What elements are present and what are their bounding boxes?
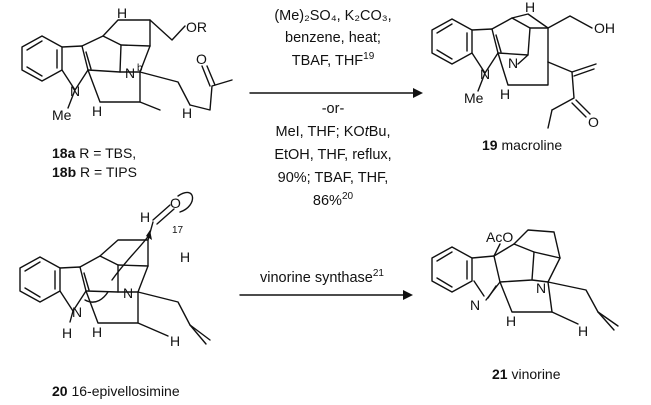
- compound-18-n-bridge: N: [125, 65, 135, 81]
- enzyme-ref: 21: [373, 268, 385, 279]
- reaction-1-conditions: (Me)₂SO₄, K₂CO₃, benzene, heat; TBAF, TH…: [274, 8, 391, 209]
- compound-19-carbonyl-o: O: [588, 114, 599, 130]
- compound-20-nh-n: N: [72, 304, 82, 320]
- substituent-or: OR: [186, 19, 207, 35]
- condition-ref-19: 19: [363, 51, 375, 62]
- compound-20-h-bottom: H: [92, 324, 102, 340]
- compound-18-h-bottom: H: [92, 103, 102, 119]
- compound-19-h-bottom: H: [500, 86, 510, 102]
- compound-20-nh-h: H: [62, 325, 72, 341]
- compound-21-label: 21 vinorine: [492, 366, 561, 382]
- compound-18-structure: [21, 19, 233, 111]
- compound-20-number: 20: [52, 383, 68, 399]
- compound-19-me: Me: [464, 90, 484, 106]
- compound-21-n-imine: N: [470, 297, 480, 313]
- compound-20-h-lower: H: [170, 333, 180, 349]
- condition-ref-20: 20: [342, 191, 354, 202]
- compound-21-n-bridge: N: [536, 280, 546, 296]
- compound-18-h-side: H: [182, 105, 192, 121]
- compound-19-oh: OH: [594, 20, 615, 36]
- condition-line-5: MeI, THF; KOtBu,: [276, 124, 391, 140]
- compound-18b-number: 18b: [52, 164, 76, 180]
- condition-line-5-text: MeI, THF; KO: [276, 124, 365, 140]
- compound-18-b-label: b: [137, 63, 143, 74]
- compound-19-name: macroline: [501, 137, 562, 153]
- enzyme-label: vinorine synthase21: [260, 268, 384, 286]
- compound-20-o-aldehyde: O: [170, 195, 181, 211]
- condition-line-6: EtOH, THF, reflux,: [274, 147, 391, 163]
- condition-line-3-text: TBAF, THF: [292, 53, 364, 69]
- compound-19-label: 19 macroline: [482, 137, 562, 153]
- reaction-1-arrow: [249, 88, 423, 98]
- compound-20-name: 16-epivellosimine: [71, 383, 179, 399]
- compound-18b-text: R = TIPS: [80, 164, 137, 180]
- compound-21-structure: [431, 229, 619, 331]
- compound-21-name: vinorine: [511, 366, 560, 382]
- condition-tbu-italic: t: [365, 124, 370, 140]
- condition-line-8-text: 86%: [313, 193, 342, 209]
- compound-21-aco: AcO: [486, 229, 513, 245]
- compound-20-n-bridge: N: [123, 285, 133, 301]
- compound-19-n-bridge: N: [508, 55, 518, 71]
- compound-18-n-indole: N: [70, 83, 80, 99]
- compound-20-h-aldehyde: H: [140, 209, 150, 225]
- compound-20-c17: 17: [172, 225, 184, 236]
- compound-21-number: 21: [492, 366, 508, 382]
- compound-19-number: 19: [482, 137, 498, 153]
- compound-19-structure: [431, 13, 597, 129]
- compound-19-h-top: H: [525, 0, 535, 15]
- compound-18b-label: 18b R = TIPS: [52, 164, 137, 180]
- compound-18-me: Me: [52, 107, 72, 123]
- compound-18-h-top: H: [117, 5, 127, 21]
- compound-20-label: 20 16-epivellosimine: [52, 383, 180, 399]
- condition-or: -or-: [322, 101, 345, 117]
- compound-18-carbonyl-o: O: [196, 51, 207, 67]
- condition-line-3: TBAF, THF19: [292, 51, 375, 69]
- enzyme-name: vinorine synthase: [260, 270, 373, 286]
- compound-18a-label: 18a R = TBS,: [52, 145, 136, 161]
- condition-tbu-rest: Bu,: [369, 124, 391, 140]
- compound-18a-text: R = TBS,: [79, 145, 136, 161]
- condition-line-8: 86%20: [313, 191, 354, 209]
- condition-line-1: (Me)₂SO₄, K₂CO₃,: [274, 8, 391, 24]
- condition-line-2: benzene, heat;: [285, 30, 381, 46]
- compound-21-h-side: H: [578, 323, 588, 339]
- compound-20-structure: [19, 191, 211, 345]
- reaction-2-arrow: [239, 290, 413, 300]
- condition-line-7: 90%; TBAF, THF,: [278, 170, 389, 186]
- compound-18a-number: 18a: [52, 145, 76, 161]
- compound-20-h-side: H: [180, 249, 190, 265]
- compound-19-n-indole: N: [480, 66, 490, 82]
- compound-21-h-bottom: H: [506, 313, 516, 329]
